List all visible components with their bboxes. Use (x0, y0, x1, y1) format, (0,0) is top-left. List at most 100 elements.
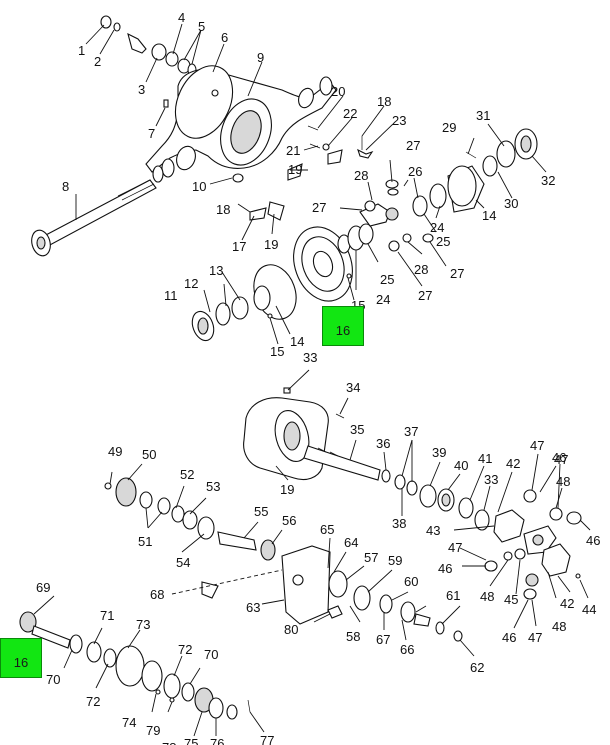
callout-10: 10 (192, 179, 206, 194)
axle-housing-group (31, 15, 374, 257)
callout-72b: 72 (178, 642, 192, 657)
callout-47d: 47 (528, 630, 542, 645)
callout-79: 79 (146, 723, 160, 738)
callout-37: 37 (404, 424, 418, 439)
highlight-callout-16-upper[interactable]: 16 (322, 306, 364, 346)
callout-14b: 14 (290, 334, 304, 349)
callout-49: 49 (108, 444, 122, 459)
callout-48b: 48 (480, 589, 494, 604)
callout-43: 43 (426, 523, 440, 538)
callout-33b: 33 (484, 472, 498, 487)
callout-7: 7 (148, 126, 155, 141)
callout-2: 2 (94, 54, 101, 69)
callout-62: 62 (470, 660, 484, 675)
callout-53: 53 (206, 479, 220, 494)
callout-68: 68 (150, 587, 164, 602)
callout-31: 31 (476, 108, 490, 123)
callout-33a: 33 (303, 350, 317, 365)
callout-labels: 1 2 3 4 5 6 7 8 9 10 11 12 13 14 14 15 1… (36, 10, 600, 745)
callout-45: 45 (504, 592, 518, 607)
callout-23: 23 (392, 113, 406, 128)
callout-46c: 46 (438, 561, 452, 576)
callout-61: 61 (446, 588, 460, 603)
callout-6: 6 (221, 30, 228, 45)
callout-28a: 28 (354, 168, 368, 183)
callout-39: 39 (432, 445, 446, 460)
callout-30: 30 (504, 196, 518, 211)
callout-22: 22 (343, 106, 357, 121)
callout-21: 21 (286, 143, 300, 158)
callout-44: 44 (582, 602, 596, 617)
callout-63: 63 (246, 600, 260, 615)
callout-9: 9 (257, 50, 264, 65)
callout-42b: 42 (560, 596, 574, 611)
callout-34: 34 (346, 380, 360, 395)
callout-76: 76 (210, 736, 224, 745)
callout-70a: 70 (46, 672, 60, 687)
callout-32: 32 (541, 173, 555, 188)
callout-74: 74 (122, 715, 136, 730)
callout-19b: 19 (288, 162, 302, 177)
callout-4: 4 (178, 10, 185, 25)
callout-72a: 72 (86, 694, 100, 709)
leader-lines (33, 23, 591, 737)
callout-8: 8 (62, 179, 69, 194)
callout-26: 26 (408, 164, 422, 179)
callout-40: 40 (454, 458, 468, 473)
callout-15b: 15 (270, 344, 284, 359)
callout-78: 78 (162, 740, 176, 745)
callout-27c: 27 (450, 266, 464, 281)
callout-27b: 27 (312, 200, 326, 215)
highlight-label-16-lower: 16 (13, 655, 29, 670)
carrier-lower-group (19, 387, 582, 720)
callout-25b: 25 (380, 272, 394, 287)
callout-41: 41 (478, 451, 492, 466)
callout-18a: 18 (216, 202, 230, 217)
callout-28b: 28 (414, 262, 428, 277)
callout-18b: 18 (377, 94, 391, 109)
callout-77: 77 (260, 733, 274, 745)
callout-67: 67 (376, 632, 390, 647)
callout-80: 80 (284, 622, 298, 637)
callout-64: 64 (344, 535, 358, 550)
callout-48c: 48 (552, 619, 566, 634)
callout-13: 13 (209, 263, 223, 278)
callout-27d: 27 (418, 288, 432, 303)
callout-46a: 46 (552, 450, 566, 465)
callout-27a: 27 (406, 138, 420, 153)
callout-25a: 25 (436, 234, 450, 249)
callout-70b: 70 (204, 647, 218, 662)
callout-65: 65 (320, 522, 334, 537)
callout-60: 60 (404, 574, 418, 589)
callout-73: 73 (136, 617, 150, 632)
callout-55: 55 (254, 504, 268, 519)
callout-11: 11 (164, 288, 178, 303)
callout-17: 17 (232, 239, 246, 254)
highlight-label-16-upper: 16 (335, 323, 351, 338)
callout-1: 1 (78, 43, 85, 58)
callout-12: 12 (184, 276, 198, 291)
callout-24b: 24 (376, 292, 390, 307)
callout-58: 58 (346, 629, 360, 644)
callout-5: 5 (198, 19, 205, 34)
callout-47c: 47 (448, 540, 462, 555)
callout-48a: 48 (556, 474, 570, 489)
callout-50: 50 (142, 447, 156, 462)
callout-52: 52 (180, 467, 194, 482)
callout-42a: 42 (506, 456, 520, 471)
highlight-callout-16-lower[interactable]: 16 (0, 638, 42, 678)
callout-20: 20 (331, 84, 345, 99)
callout-75: 75 (184, 736, 198, 745)
callout-47b: 47 (554, 452, 568, 467)
callout-36: 36 (376, 436, 390, 451)
callout-24a: 24 (430, 220, 444, 235)
callout-3: 3 (138, 82, 145, 97)
callout-46b: 46 (586, 533, 600, 548)
callout-59: 59 (388, 553, 402, 568)
callout-46d: 46 (502, 630, 516, 645)
callout-19c: 19 (280, 482, 294, 497)
differential-upper-group (191, 128, 538, 342)
callout-14a: 14 (482, 208, 496, 223)
callout-19a: 19 (264, 237, 278, 252)
callout-56: 56 (282, 513, 296, 528)
